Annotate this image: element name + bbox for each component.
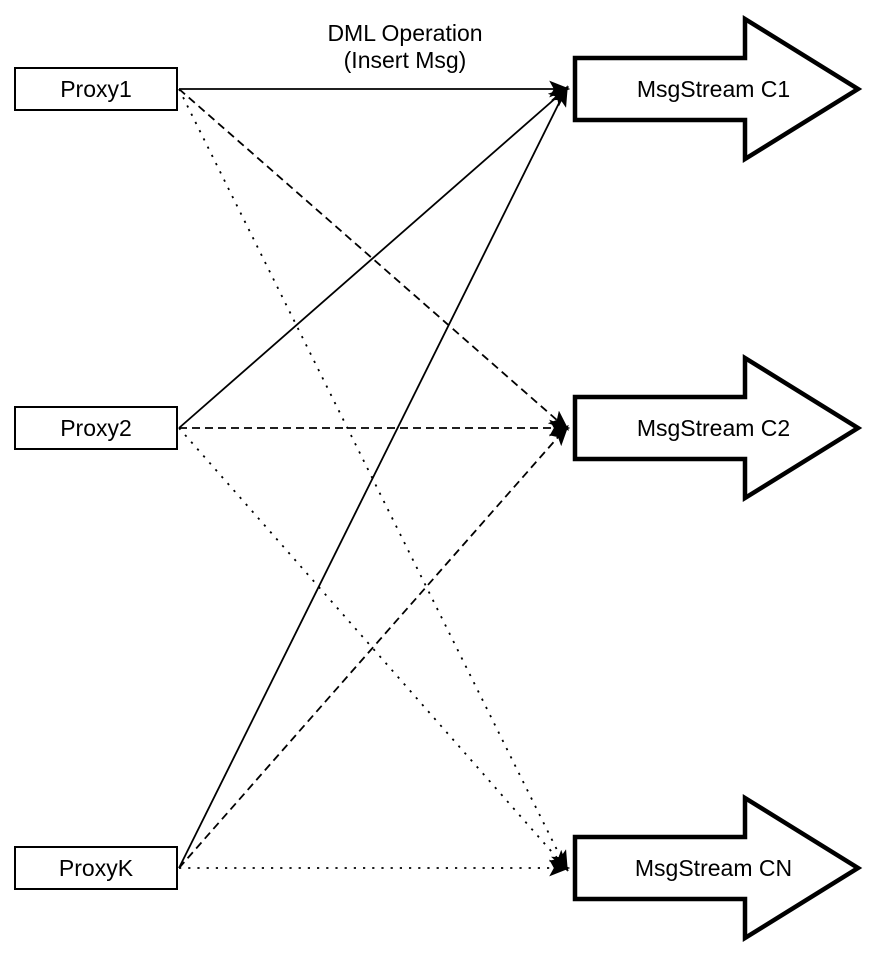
edge-label-line1: DML Operation bbox=[327, 20, 483, 46]
proxy-label-proxy1: Proxy1 bbox=[60, 76, 132, 102]
stream-arrow-c1 bbox=[572, 14, 863, 164]
stream-label-c1: MsgStream C1 bbox=[637, 76, 790, 102]
edge-label-line2: (Insert Msg) bbox=[343, 47, 467, 73]
proxy-label-proxy2: Proxy2 bbox=[60, 415, 132, 441]
stream-arrow-cn bbox=[572, 793, 863, 943]
edge-proxyk-to-c1 bbox=[178, 85, 568, 869]
stream-label-cn: MsgStream CN bbox=[635, 855, 792, 881]
edge-proxy2-to-cn bbox=[178, 427, 569, 872]
edges-layer bbox=[178, 80, 571, 877]
stream-arrow-c2 bbox=[572, 353, 863, 503]
proxy-box-proxy1 bbox=[14, 67, 178, 111]
proxy-label-proxyk: ProxyK bbox=[59, 855, 134, 881]
edge-proxy1-to-c2 bbox=[178, 88, 570, 431]
streams-layer: MsgStream C1 MsgStream C2 MsgStream CN bbox=[572, 14, 863, 943]
stream-label-c2: MsgStream C2 bbox=[637, 415, 790, 441]
edge-proxy2-to-c1 bbox=[178, 86, 570, 429]
edge-proxyk-to-c2 bbox=[178, 424, 569, 869]
proxy-box-proxy2 bbox=[14, 406, 178, 450]
edge-label-dml-operation: DML Operation (Insert Msg) bbox=[327, 20, 482, 74]
proxy-box-proxyk bbox=[14, 846, 178, 890]
